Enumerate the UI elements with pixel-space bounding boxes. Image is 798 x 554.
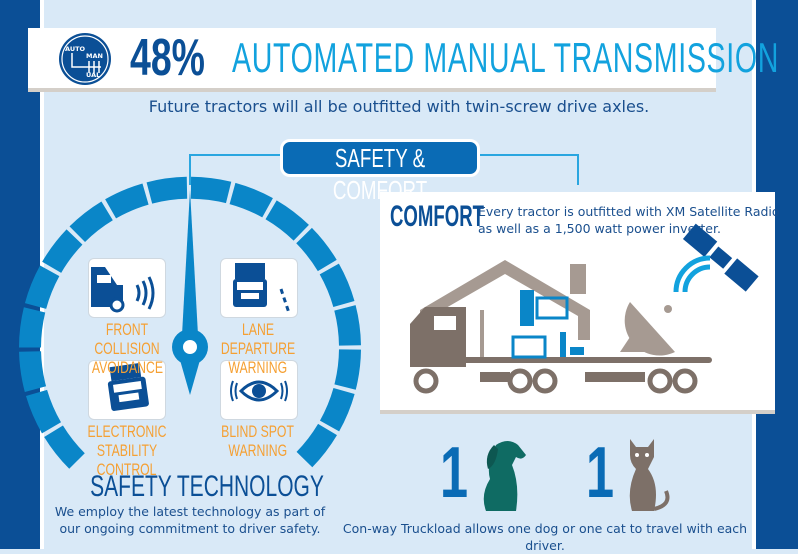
svg-text:UAL: UAL [86, 71, 100, 79]
safety-text: We employ the latest technology as part … [54, 504, 326, 536]
svg-text:MAN: MAN [86, 52, 103, 60]
truck-tilt-icon [107, 363, 149, 411]
truck-lane-icon [233, 263, 291, 314]
truck-icon [410, 307, 712, 394]
dog-icon [483, 441, 526, 511]
comfort-text: Every tractor is outfitted with XM Satel… [478, 204, 780, 236]
section-title: SAFETY & COMFORT [280, 139, 480, 205]
truck-radar-icon [91, 267, 155, 313]
lane-departure-tile [220, 258, 298, 318]
dog-count: 1 [440, 433, 469, 513]
blind-spot-tile [220, 360, 298, 420]
header-title: AUTOMATED MANUAL TRANSMISSION [232, 34, 780, 81]
satellite-icon [682, 223, 759, 292]
gauge [19, 176, 361, 469]
gauge-arc [19, 176, 361, 469]
cat-count: 1 [586, 433, 615, 513]
eye-icon [230, 380, 288, 402]
stability-control-tile [88, 360, 166, 420]
comfort-title: COMFORT [390, 200, 485, 233]
gauge-needle-icon [172, 190, 208, 395]
header-subtitle: Future tractors will all be outfitted wi… [148, 97, 650, 116]
satellite-dish-icon [620, 302, 675, 356]
house-icon [420, 260, 590, 360]
percent-stat: 48% [130, 29, 205, 87]
safety-title: SAFETY TECHNOLOGY [90, 470, 324, 503]
cat-icon [629, 439, 670, 511]
front-collision-tile [88, 258, 166, 318]
svg-text:AUTO: AUTO [65, 45, 86, 53]
signal-waves-icon [673, 255, 711, 293]
header-banner [28, 28, 716, 88]
appliances-icon [511, 290, 584, 359]
auto-manual-logo-icon: AUTO MAN UAL [59, 33, 111, 85]
truck-house-illustration [410, 223, 759, 394]
